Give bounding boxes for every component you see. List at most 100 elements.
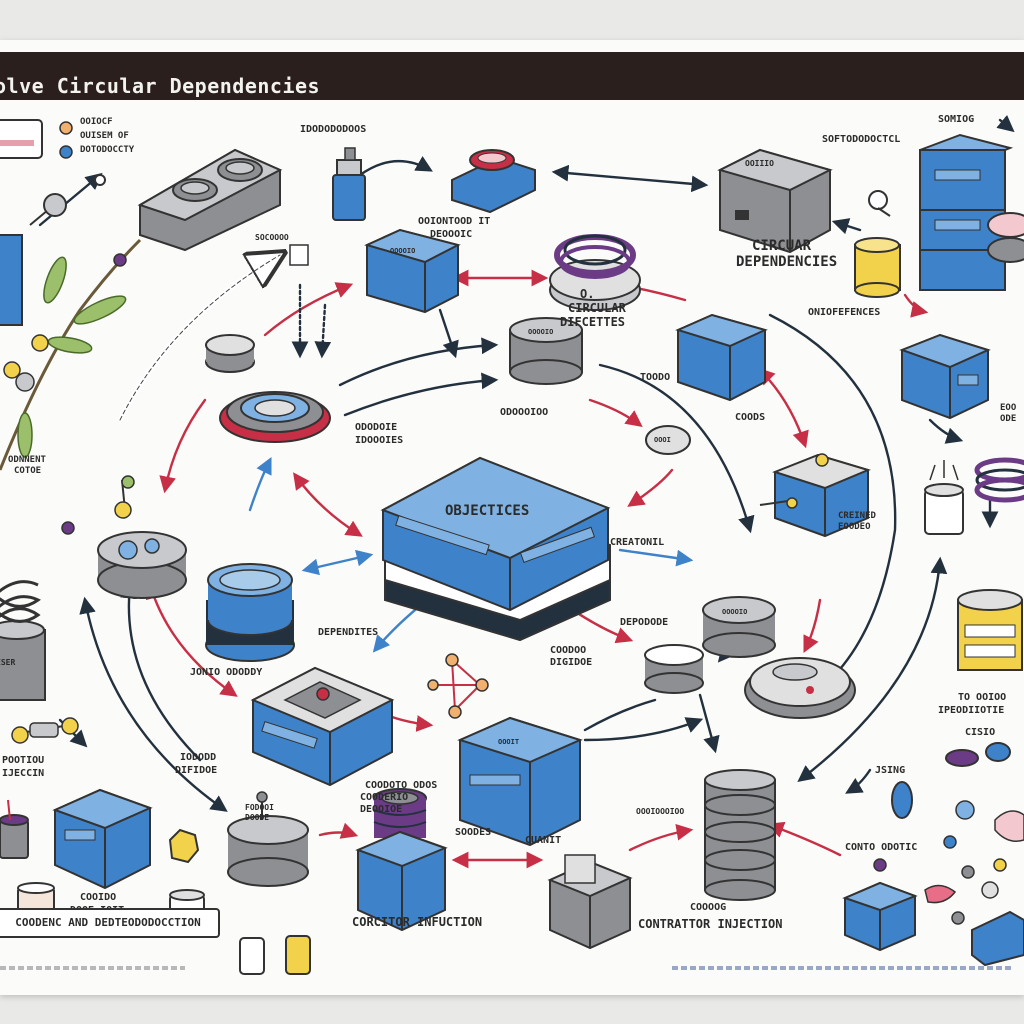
arrow [263,282,354,337]
footer-rule [0,966,185,970]
arrow [79,596,228,812]
svg-text:OOOOIO: OOOOIO [390,247,415,255]
title-bar: olve Circular Dependencies [0,52,1024,100]
arrow [757,367,809,449]
cylinder-icon: OOOOIO [702,596,776,658]
gear-icon [868,190,891,217]
arrow [583,698,657,732]
jar-icon [332,147,366,221]
label-top-right: SOFTODODOCTCL [822,134,900,145]
arrow [628,823,694,852]
twin-socket-block [137,148,283,252]
arrow [766,821,842,857]
arrow [358,156,433,177]
page-title: olve Circular Dependencies [0,74,321,98]
arrow [301,549,374,576]
legend-line-3: DOTODOCCTY [80,145,135,155]
arrow [343,372,499,417]
branch-icon [0,238,142,471]
arrow [797,556,948,783]
arrow [903,293,929,318]
footer-rule [672,966,1012,970]
arrows [38,114,1015,869]
arrow [845,768,872,794]
jar-icon [373,788,427,838]
label-creatonil: CREATONIL [610,537,664,548]
arrow [38,172,103,227]
cylinder-icon [205,563,295,662]
label-conto: CONTO ODOTIC [845,842,917,853]
cylinder-icon: OOOOIO [509,317,583,385]
arrow [583,717,704,742]
arrow [338,337,499,387]
cube-icon: OOOIT [457,716,583,847]
arrow [598,363,755,534]
label-cisig: CISIO [965,727,995,738]
label-depended: DEPODODE [620,617,668,628]
label-small-ident: SOCOOOO [255,233,289,242]
arrow [618,548,694,567]
cube-label: OOIIIO [745,159,774,168]
star-badge-icon [168,828,200,864]
cube-icon: OOOOIO [364,228,461,314]
arrow [551,164,709,193]
arrow [438,308,459,359]
arrow [248,456,272,512]
svg-text:OOOOIO: OOOOIO [722,608,747,616]
disc-icon [97,531,187,599]
cube-icon [675,313,768,402]
label-onideferences: ONIOFEFENCES [808,307,880,318]
label-cogoog: COOOOG [690,902,726,913]
label-sooded: COODOTO ODOS [365,780,437,791]
arrow [928,418,964,444]
label-objectices: OBJECTICES [445,503,529,519]
disc-icon: OOOI [645,425,691,455]
cube-icon: OOIIIO [717,148,833,254]
arrow [803,598,822,654]
cube-icon [250,666,395,787]
molecule-icon [29,174,106,226]
label-cuanit: CUANIT [525,835,561,846]
label-top-far-right: SOMIOG [938,114,974,125]
label-toodo: TOODO [640,372,670,383]
small-components [873,742,1024,967]
spring-coil-icon [974,457,1024,503]
arrow [698,693,720,754]
arrow-outline [119,254,281,421]
label-jonio: JONIO ODODDY [190,667,262,678]
label-dependites: DEPENDITES [318,627,378,638]
arrow [314,303,332,359]
spring-coil-icon [549,234,641,311]
label-objecton: ODOOOIOO [500,407,548,418]
molecule-icon [11,717,79,744]
label-cogoog-note: OOOIOOOIOO [636,807,684,816]
cube-icon [899,333,991,420]
label-corcitor: CORCITOR INFUCTION [352,915,482,929]
disc-icon [451,149,536,214]
arrow [627,468,674,507]
cylinder-icon [227,791,309,887]
legend: OOIOCF OUISEM OF DOTODOCCTY [0,117,135,159]
small-box [289,244,309,266]
arrow [996,114,1015,133]
svg-text:OOOIT: OOOIT [498,738,519,746]
label-sooces: SOODES [455,827,491,838]
dependency-diagram: OOIOCF OUISEM OF DOTODOCCTY [0,114,1024,975]
label-contrattor: CONTRATTOR INJECTION [638,917,783,931]
legend-dot-orange [59,121,73,135]
molecule-icon [427,653,489,719]
